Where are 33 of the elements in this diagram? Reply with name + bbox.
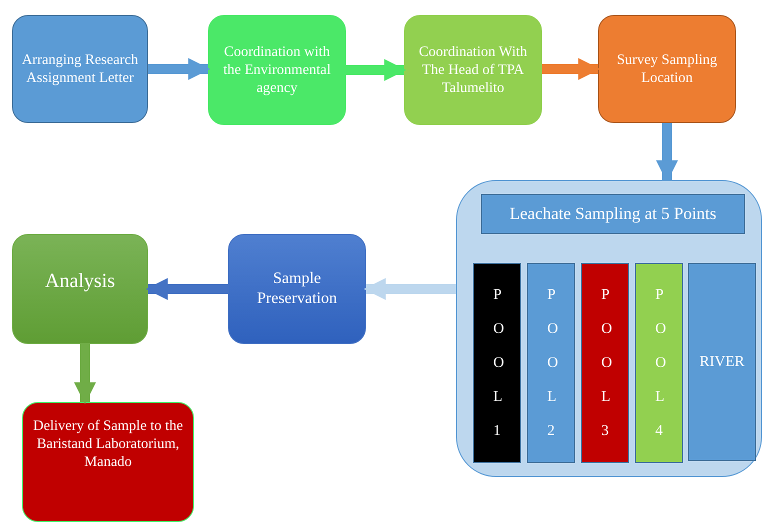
point-label: POOL 2 bbox=[547, 286, 555, 441]
block-arrow bbox=[542, 58, 600, 80]
process-box bbox=[228, 234, 366, 344]
point-label: POOL 3 bbox=[601, 286, 609, 441]
sampling-point-column bbox=[688, 263, 756, 461]
box-label: RIVER bbox=[698, 352, 746, 372]
sampling-point-column bbox=[473, 263, 521, 463]
box-label: Arranging Research Assignment Letter bbox=[20, 50, 140, 88]
process-box bbox=[598, 15, 736, 123]
group-heading: Leachate Sampling at 5 Points bbox=[481, 194, 745, 234]
box-label: Analysis bbox=[44, 269, 116, 294]
block-arrow bbox=[146, 278, 228, 300]
point-label: POOL 1 bbox=[493, 286, 501, 441]
sampling-group-panel bbox=[456, 180, 762, 477]
block-arrow bbox=[74, 344, 96, 404]
box-label: Coordination With The Head of TPA Talumelito bbox=[418, 42, 528, 98]
box-label: Survey Sampling Location bbox=[616, 50, 718, 88]
block-arrow bbox=[346, 59, 406, 81]
box-label: Delivery of Sample to the Baristand Laboratorium, Manado bbox=[32, 417, 184, 472]
process-box bbox=[12, 234, 148, 344]
box-label: Sample Preservation bbox=[256, 269, 338, 309]
sampling-point-column bbox=[635, 263, 683, 463]
process-box bbox=[208, 15, 346, 125]
block-arrow bbox=[656, 123, 678, 182]
point-label: POOL 4 bbox=[655, 286, 663, 441]
box-label: Coordination with the Environmental agency bbox=[222, 42, 332, 98]
process-box bbox=[12, 15, 148, 123]
block-arrow bbox=[148, 58, 210, 80]
process-box bbox=[22, 402, 194, 522]
sampling-point-column bbox=[527, 263, 575, 463]
sampling-point-column bbox=[581, 263, 629, 463]
process-box bbox=[404, 15, 542, 125]
block-arrow bbox=[364, 278, 456, 300]
